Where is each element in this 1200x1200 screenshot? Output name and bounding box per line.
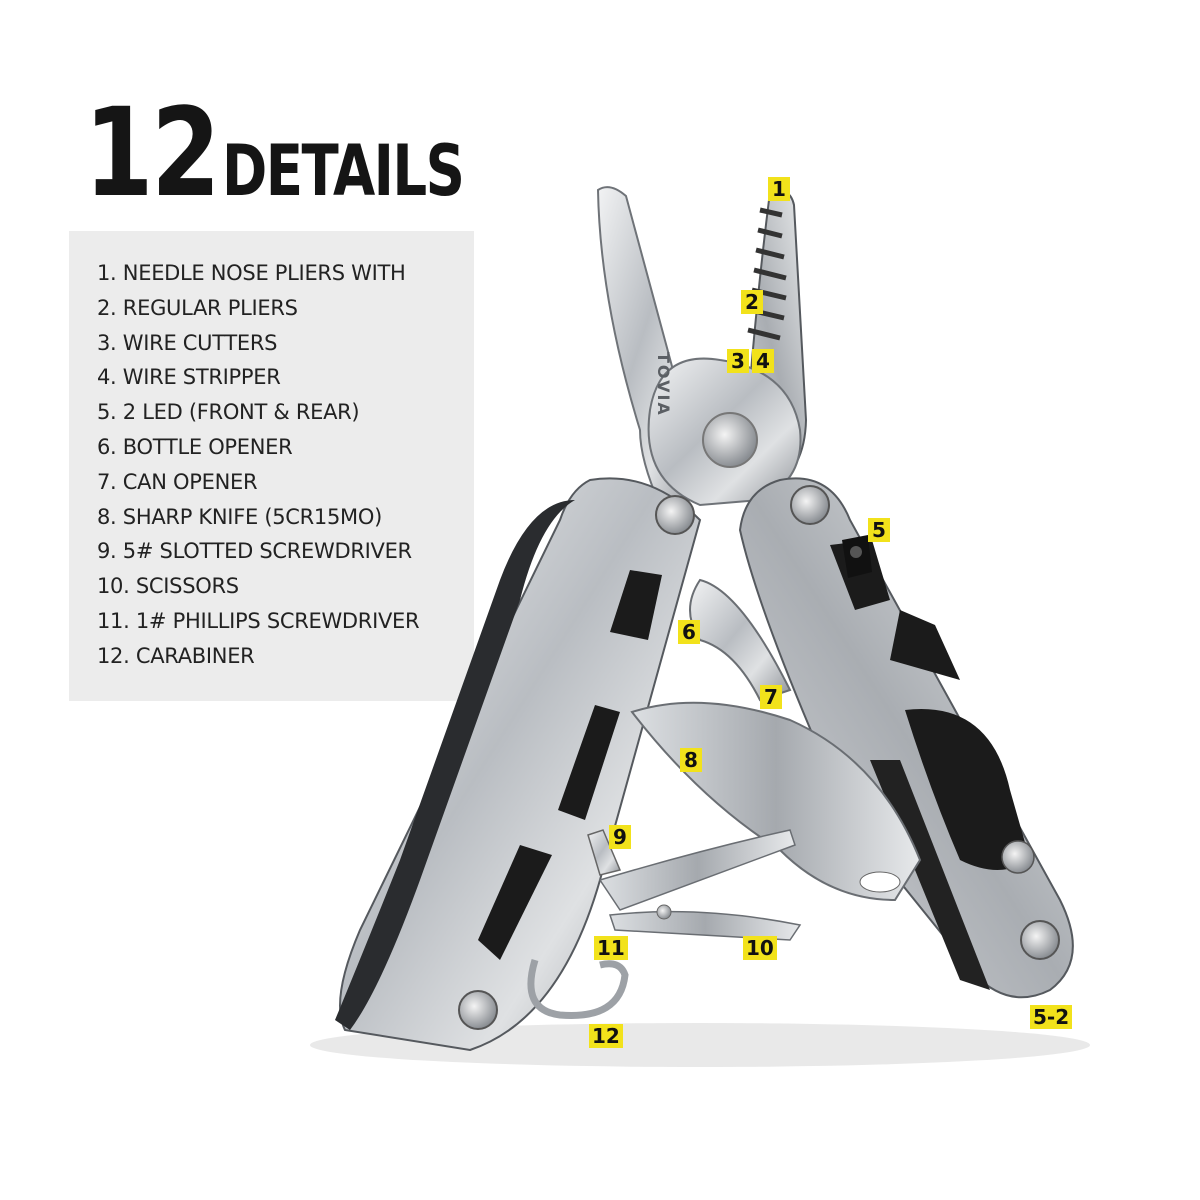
handle-right-insert (905, 709, 1030, 870)
headline: 12DETAILS (84, 92, 531, 214)
led-lens (850, 546, 862, 558)
headline-number: 12 (84, 82, 221, 224)
feature-list: 1. NEEDLE NOSE PLIERS WITH 2. REGULAR PL… (97, 256, 420, 674)
carabiner (527, 958, 629, 1019)
bottle-opener (689, 578, 792, 702)
feature-item: 10. SCISSORS (97, 574, 239, 599)
callout-badge: 2 (741, 290, 763, 314)
callout-badge: 6 (678, 620, 700, 644)
callout-badge: 1 (768, 177, 790, 201)
screwdriver-tip (587, 829, 622, 876)
scissors-pivot (656, 904, 672, 920)
feature-item: 4. WIRE STRIPPER (97, 365, 281, 390)
feature-item: 7. CAN OPENER (97, 469, 258, 494)
callout-badge: 9 (609, 825, 631, 849)
screw (790, 485, 830, 525)
callout-badge: 4 (752, 349, 774, 373)
feature-item: 6. BOTTLE OPENER (97, 434, 293, 459)
scissors-blade (598, 829, 796, 911)
feature-item: 3. WIRE CUTTERS (97, 330, 278, 355)
feature-item: 9. 5# SLOTTED SCREWDRIVER (97, 539, 412, 564)
callout-badge: 3 (727, 349, 749, 373)
callout-badge: 12 (589, 1024, 623, 1048)
callout-badge: 8 (680, 748, 702, 772)
callout-badge: 5-2 (1030, 1005, 1073, 1029)
handle-left-insert (478, 845, 552, 960)
feature-item: 12. CARABINER (97, 643, 255, 668)
screw (655, 495, 695, 535)
handle-left-spine (335, 500, 575, 1030)
headline-word: DETAILS (221, 130, 465, 212)
feature-item: 2. REGULAR PLIERS (97, 295, 298, 320)
brand-logo: TOVIA (654, 352, 673, 417)
knife-blade (630, 701, 922, 902)
feature-item: 11. 1# PHILLIPS SCREWDRIVER (97, 608, 420, 633)
callout-badge: 7 (760, 685, 782, 709)
callout-badge: 11 (594, 936, 628, 960)
handle-left-insert (558, 705, 620, 820)
plier-serrations (747, 207, 787, 341)
feature-item: 5. 2 LED (FRONT & REAR) (97, 400, 360, 425)
handle-right-insert (890, 610, 960, 680)
handle-left-insert (610, 570, 662, 640)
feature-item: 1. NEEDLE NOSE PLIERS WITH (97, 261, 406, 285)
screw (1001, 840, 1035, 874)
screw (458, 990, 498, 1030)
callout-badge: 5 (868, 518, 890, 542)
screw (1020, 920, 1060, 960)
feature-list-panel: 1. NEEDLE NOSE PLIERS WITH 2. REGULAR PL… (69, 231, 474, 701)
knife-thumb-hole (859, 871, 901, 893)
feature-item: 8. SHARP KNIFE (5CR15MO) (97, 504, 382, 529)
pivot-disc (702, 412, 758, 468)
callout-badge: 10 (743, 936, 777, 960)
